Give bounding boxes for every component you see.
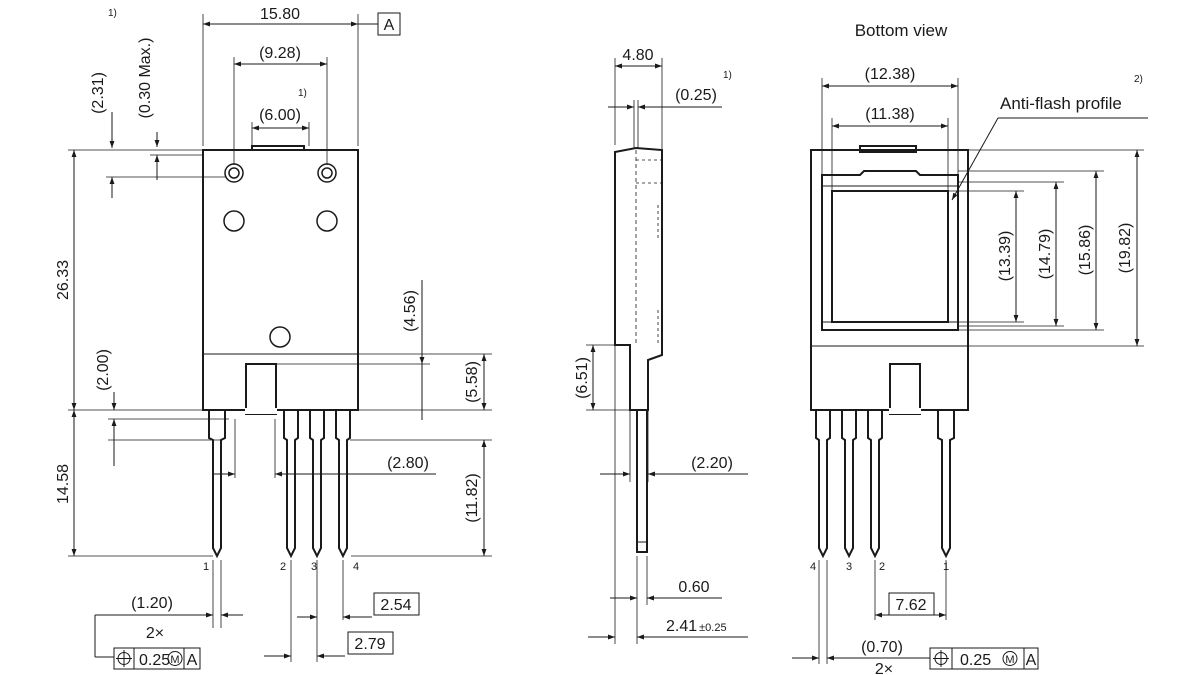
dim-leg: (11.82) bbox=[464, 473, 481, 523]
dim-pitch-1: 2.54 bbox=[380, 597, 411, 614]
dim-pad-width-outer: (12.38) bbox=[865, 66, 916, 83]
bottom-lead-2 bbox=[867, 409, 883, 559]
pin-label: 4 bbox=[353, 561, 359, 573]
dim-height: 26.33 bbox=[55, 260, 72, 300]
dim-stand: (6.51) bbox=[574, 357, 591, 399]
datum-label: A bbox=[384, 17, 395, 34]
modifier-symbol: M bbox=[1005, 654, 1014, 666]
dim-lead-length: 14.58 bbox=[55, 464, 72, 504]
dim-lead-thickness: 0.60 bbox=[678, 579, 709, 596]
dim-pitch-2: 2.79 bbox=[354, 636, 385, 653]
dim-notch: (4.56) bbox=[402, 290, 419, 332]
view-title: Bottom view bbox=[855, 21, 948, 40]
pin-label: 3 bbox=[846, 561, 852, 573]
dim-flash: (0.25) bbox=[675, 87, 717, 104]
thermal-pad bbox=[831, 190, 949, 323]
dim-pitch: 7.62 bbox=[895, 597, 926, 614]
tolerance-value: 0.25 bbox=[139, 652, 170, 669]
lead-2 bbox=[283, 409, 299, 559]
dim-height-2: (14.79) bbox=[1037, 229, 1054, 280]
tolerance-value: 0.25 bbox=[960, 652, 991, 669]
pin-label: 3 bbox=[311, 561, 317, 573]
dim-max-note: (0.30 Max.) bbox=[137, 38, 154, 119]
bottom-lead-1 bbox=[937, 409, 955, 559]
modifier-symbol: M bbox=[170, 654, 179, 666]
side-body bbox=[614, 146, 663, 411]
side-view: 4.80 (0.25) 1) (6.51) (2.20) 0.60 bbox=[574, 47, 748, 644]
note-ref: 1) bbox=[298, 88, 307, 99]
note-ref: 1) bbox=[108, 8, 117, 19]
pin-label: 2 bbox=[879, 561, 885, 573]
pin-label: 2 bbox=[280, 561, 286, 573]
lead-4 bbox=[335, 409, 351, 559]
pin-label: 1 bbox=[203, 561, 209, 573]
side-lead bbox=[636, 409, 648, 553]
bottom-lead-3 bbox=[841, 409, 857, 559]
note-ref: 2) bbox=[1134, 74, 1143, 85]
dim-height-4: (19.82) bbox=[1117, 223, 1134, 274]
pin-label: 4 bbox=[810, 561, 816, 573]
dim-offset: (2.20) bbox=[691, 455, 733, 472]
dim-step: (2.00) bbox=[95, 349, 112, 391]
lead-3 bbox=[309, 409, 325, 559]
datum-ref: A bbox=[187, 652, 198, 669]
dim-width: 15.80 bbox=[260, 6, 300, 23]
bottom-lead-4 bbox=[815, 409, 831, 559]
dim-hole-pitch-inner: (6.00) bbox=[259, 107, 301, 124]
datum-ref: A bbox=[1026, 652, 1037, 669]
anti-flash-label: Anti-flash profile bbox=[1000, 94, 1122, 113]
multiplier: 2× bbox=[875, 661, 893, 675]
dim-height-3: (15.86) bbox=[1077, 225, 1094, 276]
dim-lead-width: (0.70) bbox=[861, 639, 903, 656]
dim-top-offset: (2.31) bbox=[90, 72, 107, 114]
dim-height-1: (13.39) bbox=[997, 231, 1014, 282]
front-view: 1 2 3 4 15.80 A (9.28) (6.00) 1) (2.31) … bbox=[55, 6, 492, 670]
lead-1 bbox=[208, 409, 226, 559]
position-tolerance-frame: 0.25 M A bbox=[113, 647, 201, 670]
front-body bbox=[202, 149, 359, 411]
position-tolerance-frame: 0.25 M A bbox=[929, 647, 1039, 670]
dim-lead-width: (1.20) bbox=[131, 595, 173, 612]
dim-pad-width-inner: (11.38) bbox=[865, 106, 915, 123]
dim-thickness: 4.80 bbox=[622, 47, 653, 64]
dim-slot: (2.80) bbox=[387, 455, 429, 472]
bottom-view: Bottom view 4 3 2 1 (12.38) (11.38) 2) A bbox=[792, 21, 1148, 675]
dim-base-thickness: 2.41±0.25 bbox=[666, 618, 727, 635]
multiplier: 2× bbox=[146, 625, 164, 642]
dim-base: (5.58) bbox=[464, 361, 481, 403]
note-ref: 1) bbox=[723, 70, 732, 81]
dim-hole-pitch-outer: (9.28) bbox=[259, 45, 301, 62]
